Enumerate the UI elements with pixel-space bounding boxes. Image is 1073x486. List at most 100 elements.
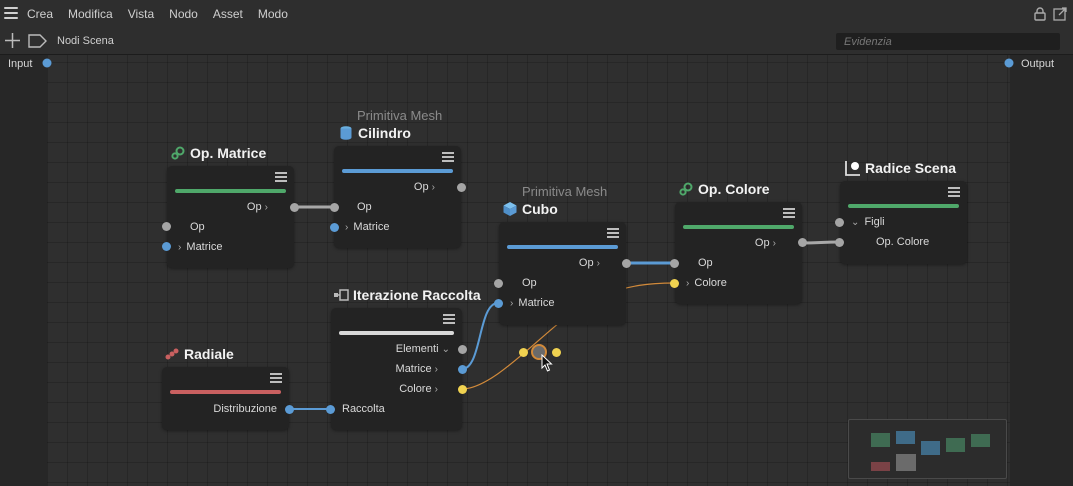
port-dot[interactable] xyxy=(458,385,467,394)
cubo-title-text: Cubo xyxy=(522,201,558,217)
port-dot[interactable] xyxy=(622,259,631,268)
node-color-bar xyxy=(683,225,794,229)
port-dot[interactable] xyxy=(330,203,339,212)
node-color-bar xyxy=(170,390,281,394)
node-title-op-matrice[interactable]: Op. Matrice xyxy=(170,145,266,161)
node-editor-toolbar: Nodi Scena xyxy=(0,28,1073,55)
minimap-node xyxy=(871,433,890,447)
node-color-bar xyxy=(175,189,286,193)
cube-icon xyxy=(503,202,517,216)
node-color-bar xyxy=(507,245,618,249)
node-menu-icon[interactable] xyxy=(948,187,960,198)
iterazione-title-text: Iterazione Raccolta xyxy=(353,287,481,303)
node-cilindro[interactable]: Op › Op › Matrice xyxy=(334,146,461,248)
port-dot[interactable] xyxy=(458,365,467,374)
editor-title: Nodi Scena xyxy=(57,35,114,47)
highlight-search-input[interactable] xyxy=(836,33,1060,50)
port-dot[interactable] xyxy=(835,218,844,227)
minimap[interactable] xyxy=(848,419,1007,479)
port-dot[interactable] xyxy=(326,405,335,414)
menu-modo[interactable]: Modo xyxy=(257,7,288,21)
node-title-op-colore[interactable]: Op. Colore xyxy=(678,181,770,197)
port-op-output: Op › xyxy=(246,201,268,213)
minimap-node xyxy=(946,438,965,452)
port-dot[interactable] xyxy=(290,203,299,212)
menu-vista[interactable]: Vista xyxy=(127,7,155,21)
add-node-icon[interactable] xyxy=(4,32,21,49)
node-menu-icon[interactable] xyxy=(270,373,282,384)
radice-scena-title-text: Radice Scena xyxy=(865,160,957,176)
port-op-output: Op › xyxy=(578,257,600,269)
port-dot[interactable] xyxy=(798,238,807,247)
tag-icon[interactable] xyxy=(28,34,47,48)
port-dot[interactable] xyxy=(457,183,466,192)
port-matrice-output: Matrice › xyxy=(395,363,438,375)
node-op-matrice[interactable]: Op › Op › Matrice xyxy=(167,166,294,268)
node-iterazione-raccolta[interactable]: Elementi ⌄ Matrice › Colore › Raccolta xyxy=(331,308,462,430)
node-radiale[interactable]: Distribuzione xyxy=(162,367,289,430)
op-colore-title-text: Op. Colore xyxy=(698,181,770,197)
radiale-title-text: Radiale xyxy=(184,346,234,362)
cilindro-subtitle: Primitiva Mesh xyxy=(357,108,443,123)
cubo-subtitle: Primitiva Mesh xyxy=(522,184,608,199)
port-dot[interactable] xyxy=(330,223,339,232)
input-label: Input xyxy=(8,58,33,70)
minimap-node xyxy=(871,462,890,471)
node-title-radiale[interactable]: Radiale xyxy=(164,346,234,362)
node-radice-scena[interactable]: ⌄ Figli Op. Colore xyxy=(840,181,967,264)
port-matrice-input: › Matrice xyxy=(510,297,555,309)
port-dot[interactable] xyxy=(670,259,679,268)
port-figli-input: ⌄ Figli xyxy=(851,216,885,228)
port-dot[interactable] xyxy=(835,238,844,247)
node-op-colore[interactable]: Op › Op › Colore xyxy=(675,202,802,304)
hamburger-menu-icon[interactable] xyxy=(4,7,18,19)
menu-crea[interactable]: Crea xyxy=(27,7,54,21)
node-cubo[interactable]: Op › Op › Matrice xyxy=(499,222,626,325)
lock-icon[interactable] xyxy=(1033,7,1047,21)
port-dot[interactable] xyxy=(494,279,503,288)
port-elementi-output: Elementi ⌄ xyxy=(395,343,450,355)
menu-bar: Crea Modifica Vista Nodo Asset Modo xyxy=(0,0,1073,29)
node-color-bar xyxy=(339,331,454,335)
port-op-colore-input: Op. Colore xyxy=(876,236,930,248)
gear-icon xyxy=(171,146,185,160)
cylinder-icon xyxy=(340,126,352,140)
menu-nodo[interactable]: Nodo xyxy=(169,7,198,21)
mouse-cursor-icon xyxy=(541,354,553,372)
node-menu-icon[interactable] xyxy=(442,152,454,163)
node-menu-icon[interactable] xyxy=(275,172,287,183)
minimap-node xyxy=(921,441,940,455)
gear-icon xyxy=(679,182,693,196)
port-op-output: Op › xyxy=(754,237,776,249)
port-dot[interactable] xyxy=(285,405,294,414)
reroute-dot[interactable] xyxy=(552,348,561,357)
port-op-input: Op xyxy=(190,221,205,233)
cloner-icon xyxy=(165,348,179,360)
port-dot[interactable] xyxy=(162,242,171,251)
port-dot[interactable] xyxy=(162,222,171,231)
undock-icon[interactable] xyxy=(1053,7,1067,21)
reroute-dot[interactable] xyxy=(519,348,528,357)
node-menu-icon[interactable] xyxy=(443,314,455,325)
port-dot[interactable] xyxy=(670,279,679,288)
port-distribuzione-output: Distribuzione xyxy=(213,403,277,415)
node-menu-icon[interactable] xyxy=(607,228,619,239)
iterator-icon xyxy=(334,289,349,301)
port-op-input: Op xyxy=(357,201,372,213)
menu-modifica[interactable]: Modifica xyxy=(68,7,113,21)
node-menu-icon[interactable] xyxy=(783,208,795,219)
port-op-output: Op › xyxy=(413,181,435,193)
port-op-input: Op xyxy=(522,277,537,289)
port-dot[interactable] xyxy=(494,299,503,308)
port-dot[interactable] xyxy=(458,345,467,354)
op-matrice-title-text: Op. Matrice xyxy=(190,145,267,161)
port-raccolta-input: Raccolta xyxy=(342,403,385,415)
menu-asset[interactable]: Asset xyxy=(212,7,243,21)
scene-root-icon xyxy=(845,161,860,176)
node-title-cubo[interactable]: Cubo xyxy=(502,201,558,217)
output-label: Output xyxy=(1021,58,1055,70)
node-title-iterazione-raccolta[interactable]: Iterazione Raccolta xyxy=(333,287,481,303)
node-title-radice-scena[interactable]: Radice Scena xyxy=(845,160,956,176)
node-title-cilindro[interactable]: Cilindro xyxy=(338,125,411,141)
node-color-bar xyxy=(342,169,453,173)
